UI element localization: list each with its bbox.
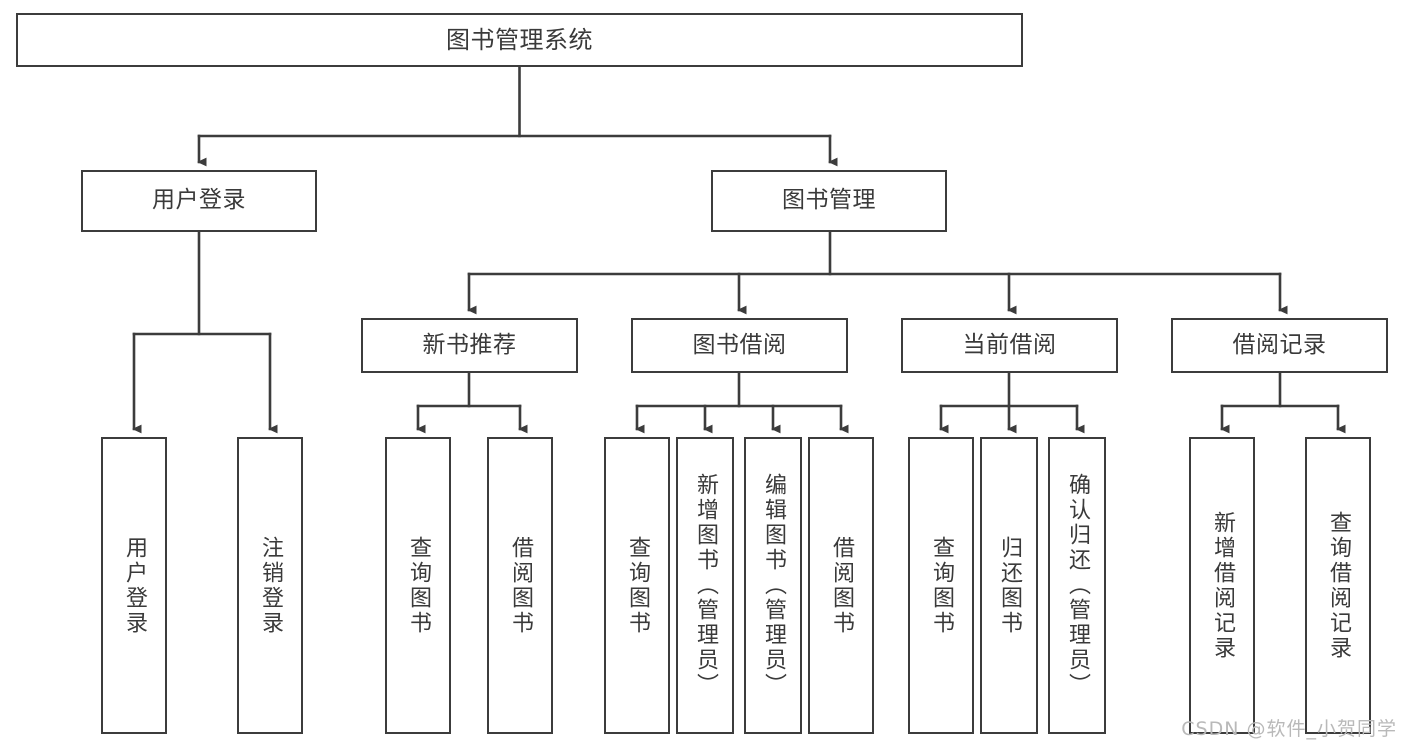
node-label: 新书推荐 [422, 331, 517, 358]
node-user-login[interactable]: 用户登录 [81, 170, 317, 232]
node-leaf-borrow-book[interactable]: 借阅图书 [808, 437, 874, 734]
node-label: 用户登录 [152, 187, 246, 214]
node-leaf-user-login[interactable]: 用户登录 [101, 437, 167, 734]
node-leaf-confirm-return-admin[interactable]: 确认归还（管理员） [1048, 437, 1106, 734]
node-leaf-query-book-borrow[interactable]: 查询图书 [604, 437, 670, 734]
node-label: 查询借阅记录 [1326, 510, 1351, 661]
node-label: 新增图书（管理员） [693, 473, 718, 698]
node-root-system[interactable]: 图书管理系统 [16, 13, 1023, 67]
node-book-management[interactable]: 图书管理 [711, 170, 947, 232]
node-label: 编辑图书（管理员） [761, 473, 786, 698]
node-label: 归还图书 [997, 535, 1022, 636]
node-leaf-query-book-recommend[interactable]: 查询图书 [385, 437, 451, 734]
node-label: 当前借阅 [962, 331, 1057, 358]
node-leaf-return-book[interactable]: 归还图书 [980, 437, 1038, 734]
node-current-borrow[interactable]: 当前借阅 [901, 318, 1118, 373]
node-label: 图书管理系统 [446, 25, 593, 54]
node-label: 用户登录 [122, 535, 147, 636]
node-label: 借阅图书 [829, 535, 854, 636]
node-label: 借阅图书 [508, 535, 533, 636]
node-label: 图书借阅 [692, 331, 787, 358]
node-leaf-add-book-admin[interactable]: 新增图书（管理员） [676, 437, 734, 734]
node-label: 新增借阅记录 [1210, 510, 1235, 661]
node-label: 查询图书 [929, 535, 954, 636]
node-label: 确认归还（管理员） [1065, 473, 1090, 698]
node-borrow-records[interactable]: 借阅记录 [1171, 318, 1388, 373]
node-leaf-add-borrow-record[interactable]: 新增借阅记录 [1189, 437, 1255, 734]
node-new-book-recommendation[interactable]: 新书推荐 [361, 318, 578, 373]
node-label: 借阅记录 [1232, 331, 1327, 358]
node-label: 查询图书 [406, 535, 431, 636]
node-leaf-query-borrow-record[interactable]: 查询借阅记录 [1305, 437, 1371, 734]
node-label: 查询图书 [625, 535, 650, 636]
node-leaf-logout[interactable]: 注销登录 [237, 437, 303, 734]
node-book-borrow[interactable]: 图书借阅 [631, 318, 848, 373]
csdn-watermark: CSDN @软件_小贺同学 [1181, 718, 1397, 740]
node-label: 图书管理 [782, 187, 876, 214]
node-leaf-query-book-current[interactable]: 查询图书 [908, 437, 974, 734]
node-label: 注销登录 [258, 535, 283, 636]
node-leaf-edit-book-admin[interactable]: 编辑图书（管理员） [744, 437, 802, 734]
node-leaf-borrow-book-recommend[interactable]: 借阅图书 [487, 437, 553, 734]
